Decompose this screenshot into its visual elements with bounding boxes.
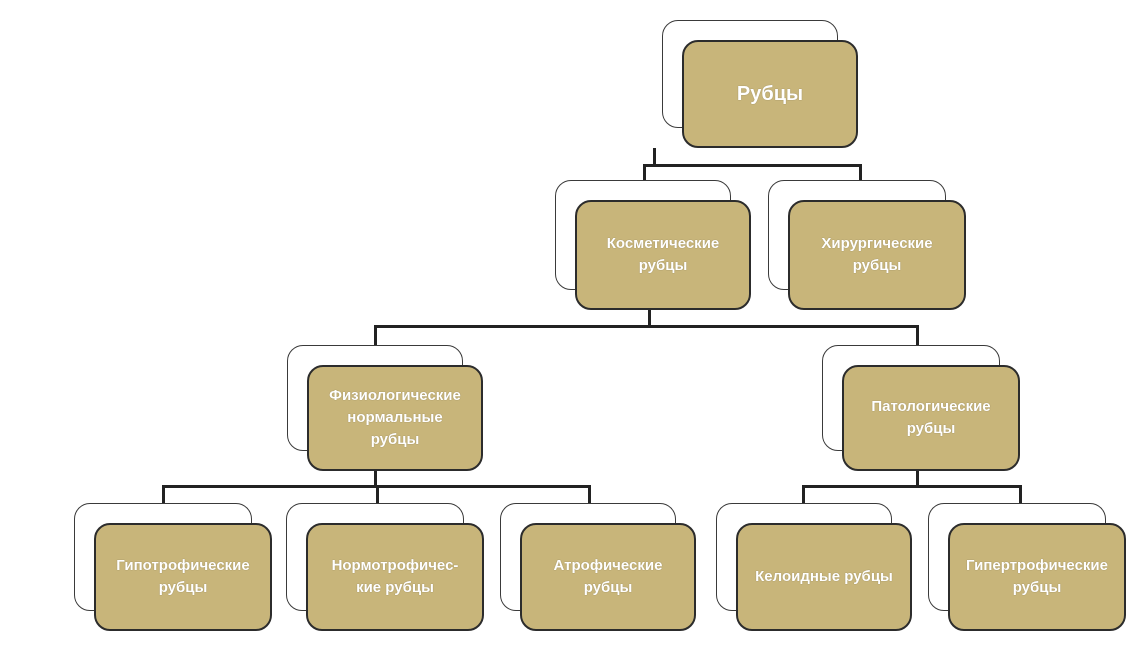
node-scars: Рубцы: [662, 20, 858, 148]
node-box: Гипертрофические рубцы: [948, 523, 1126, 631]
node-box: Косметические рубцы: [575, 200, 751, 310]
node-pathological-scars: Патологические рубцы: [822, 345, 1020, 471]
node-normotrophic-scars: Нормотрофичес- кие рубцы: [286, 503, 484, 631]
node-label: Гипотрофические рубцы: [116, 557, 250, 596]
node-label: Атрофические рубцы: [553, 557, 663, 596]
connector: [653, 148, 656, 166]
connector: [374, 470, 377, 487]
node-hypertrophic-scars: Гипертрофические рубцы: [928, 503, 1126, 631]
connector: [374, 325, 919, 328]
node-label: Косметические рубцы: [606, 235, 720, 274]
node-label: Нормотрофичес- кие рубцы: [331, 557, 459, 596]
node-label: Гипертрофические рубцы: [965, 557, 1108, 596]
node-atrophic-scars: Атрофические рубцы: [500, 503, 696, 631]
node-box: Келоидные рубцы: [736, 523, 912, 631]
connector: [916, 470, 919, 487]
node-box: Физиологические нормальные рубцы: [307, 365, 483, 471]
node-label: Келоидные рубцы: [755, 568, 893, 585]
node-cosmetic-scars: Косметические рубцы: [555, 180, 751, 310]
node-box: Атрофические рубцы: [520, 523, 696, 631]
node-box: Гипотрофические рубцы: [94, 523, 272, 631]
node-box: Хирургические рубцы: [788, 200, 966, 310]
connector: [643, 164, 862, 167]
node-box: Патологические рубцы: [842, 365, 1020, 471]
node-box: Рубцы: [682, 40, 858, 148]
node-label: Патологические рубцы: [871, 398, 991, 437]
node-keloid-scars: Келоидные рубцы: [716, 503, 912, 631]
connector: [648, 310, 651, 327]
connector: [802, 485, 1022, 488]
node-label: Рубцы: [736, 83, 804, 105]
node-label: Физиологические нормальные рубцы: [329, 387, 461, 448]
node-hypotrophic-scars: Гипотрофические рубцы: [74, 503, 272, 631]
node-physiological-scars: Физиологические нормальные рубцы: [287, 345, 483, 471]
node-surgical-scars: Хирургические рубцы: [768, 180, 966, 310]
node-label: Хирургические рубцы: [821, 235, 933, 274]
node-box: Нормотрофичес- кие рубцы: [306, 523, 484, 631]
